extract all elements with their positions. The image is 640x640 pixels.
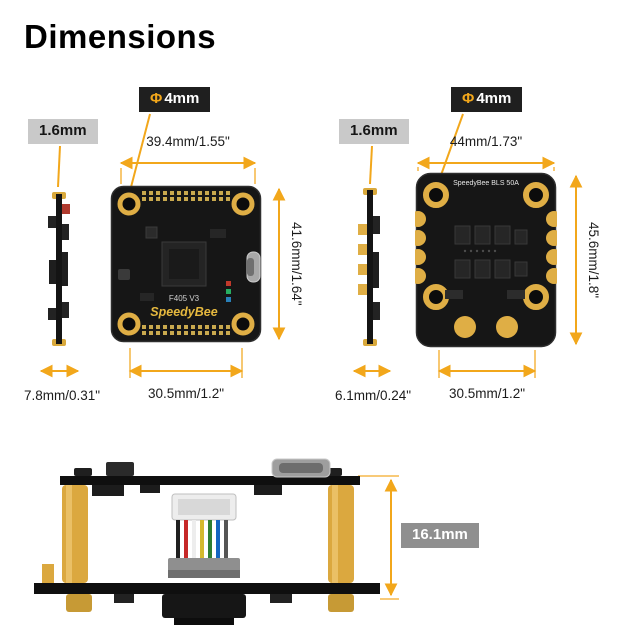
stack-bottom-connector <box>162 594 246 625</box>
esc-edge-offset-label: 6.1mm/0.24" <box>334 388 412 403</box>
fc-hole-diameter-value: 4mm <box>164 90 200 107</box>
esc-mosfets <box>454 225 528 279</box>
esc-height-label: 45.6mm/1.8" <box>586 221 601 299</box>
esc-thickness-leader-line <box>369 145 373 185</box>
diameter-symbol: Φ <box>150 90 163 107</box>
fc-hole-spacing-label: 30.5mm/1.2" <box>147 386 225 401</box>
fc-thickness-badge: 1.6mm <box>28 119 98 144</box>
fc-mounting-holes <box>117 192 255 336</box>
stack-height-badge: 16.1mm <box>401 523 479 548</box>
esc-hole-diameter-value: 4mm <box>476 90 512 107</box>
esc-width-label: 44mm/1.73" <box>449 134 523 149</box>
fc-thickness-leader-line <box>57 145 61 188</box>
esc-board-side-view <box>358 188 380 346</box>
stack-wire-harness <box>168 493 240 578</box>
page-title: Dimensions <box>24 18 217 55</box>
esc-mounting-holes <box>423 182 549 310</box>
esc-motor-pads <box>415 211 557 284</box>
esc-battery-pads <box>454 316 518 338</box>
diameter-symbol: Φ <box>462 90 475 107</box>
stack-side-view <box>34 458 380 625</box>
fc-pin-pads <box>142 191 230 335</box>
fc-hole-leader-line <box>129 113 151 192</box>
fc-model-label: F405 V3 <box>169 294 200 303</box>
fc-width-label: 39.4mm/1.55" <box>146 134 230 149</box>
fc-height-label: 41.6mm/1.64" <box>289 222 304 306</box>
esc-label: SpeedyBee BLS 50A <box>453 180 519 187</box>
fc-usb-c-connector <box>246 251 261 283</box>
fc-edge-offset-label: 7.8mm/0.31" <box>23 388 101 403</box>
fc-brand-label: SpeedyBee <box>150 305 217 319</box>
esc-board-front-view: SpeedyBee BLS 50A <box>415 172 557 348</box>
esc-hole-spacing-label: 30.5mm/1.2" <box>448 386 526 401</box>
esc-thickness-badge: 1.6mm <box>339 119 409 144</box>
stack-standoffs <box>62 485 354 583</box>
fc-board-side-view <box>48 192 70 346</box>
fc-board-front-view: F405 V3 SpeedyBee <box>110 185 262 343</box>
fc-boot-button <box>118 269 130 280</box>
stack-usb-c-connector <box>271 458 331 478</box>
